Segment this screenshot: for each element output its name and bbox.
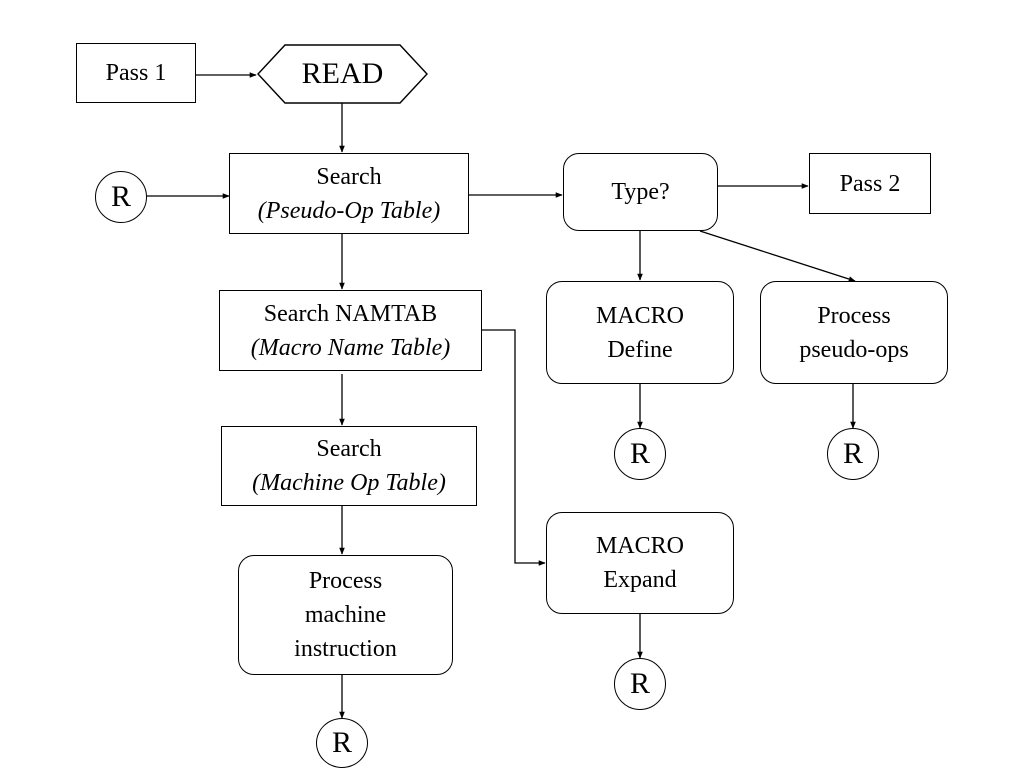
- read-label-box: READ: [258, 45, 427, 103]
- search-pseudo-line1: Search: [316, 163, 382, 190]
- process-pseudo-ops-box: Process pseudo-ops: [760, 281, 948, 384]
- connector-r-expand: R: [614, 658, 666, 710]
- connector-r-label: R: [110, 180, 131, 213]
- process-pseudo-line2: pseudo-ops: [799, 336, 909, 363]
- connector-r-label: R: [629, 437, 650, 470]
- macro-expand-line1: MACRO: [595, 533, 685, 559]
- connector-r-label: R: [842, 437, 863, 470]
- process-machine-line1: Process: [308, 568, 383, 594]
- search-namtab-box: Search NAMTAB (Macro Name Table): [219, 290, 482, 371]
- edge-namtab-expand: [482, 329, 546, 566]
- connector-r-label: R: [629, 667, 650, 700]
- process-pseudo-line1: Process: [817, 302, 891, 329]
- macro-expand-box: MACRO Expand: [546, 512, 734, 614]
- pass2-box: Pass 2: [809, 153, 931, 214]
- process-machine-line2: machine: [304, 602, 387, 628]
- read-hexagon: [257, 44, 428, 104]
- search-machine-line1: Search: [316, 436, 382, 462]
- connector-r-pseudo: R: [827, 428, 879, 480]
- pass1-label: Pass 1: [105, 60, 167, 86]
- connector-r-define: R: [614, 428, 666, 480]
- process-machine-instruction-box: Process machine instruction: [238, 555, 453, 675]
- edge-type-pseudo: [699, 230, 856, 282]
- read-label: READ: [301, 57, 384, 90]
- connector-r-machine: R: [316, 718, 368, 768]
- connector-r-label: R: [331, 726, 352, 759]
- search-namtab-line2: (Macro Name Table): [250, 334, 451, 361]
- type-label: Type?: [611, 179, 670, 205]
- macro-define-line2: Define: [607, 336, 673, 363]
- macro-expand-line2: Expand: [603, 567, 677, 593]
- type-decision-box: Type?: [563, 153, 718, 231]
- search-machine-op-box: Search (Machine Op Table): [221, 426, 477, 506]
- pass2-label: Pass 2: [839, 170, 901, 197]
- macro-define-line1: MACRO: [595, 302, 685, 329]
- pass1-box: Pass 1: [76, 43, 196, 103]
- process-machine-line3: instruction: [294, 636, 397, 662]
- search-pseudo-op-box: Search (Pseudo-Op Table): [229, 153, 469, 234]
- macro-define-box: MACRO Define: [546, 281, 734, 384]
- connector-r-left: R: [95, 171, 147, 223]
- search-pseudo-line2: (Pseudo-Op Table): [257, 197, 441, 224]
- search-namtab-line1: Search NAMTAB: [263, 300, 438, 327]
- search-machine-line2: (Machine Op Table): [252, 470, 446, 496]
